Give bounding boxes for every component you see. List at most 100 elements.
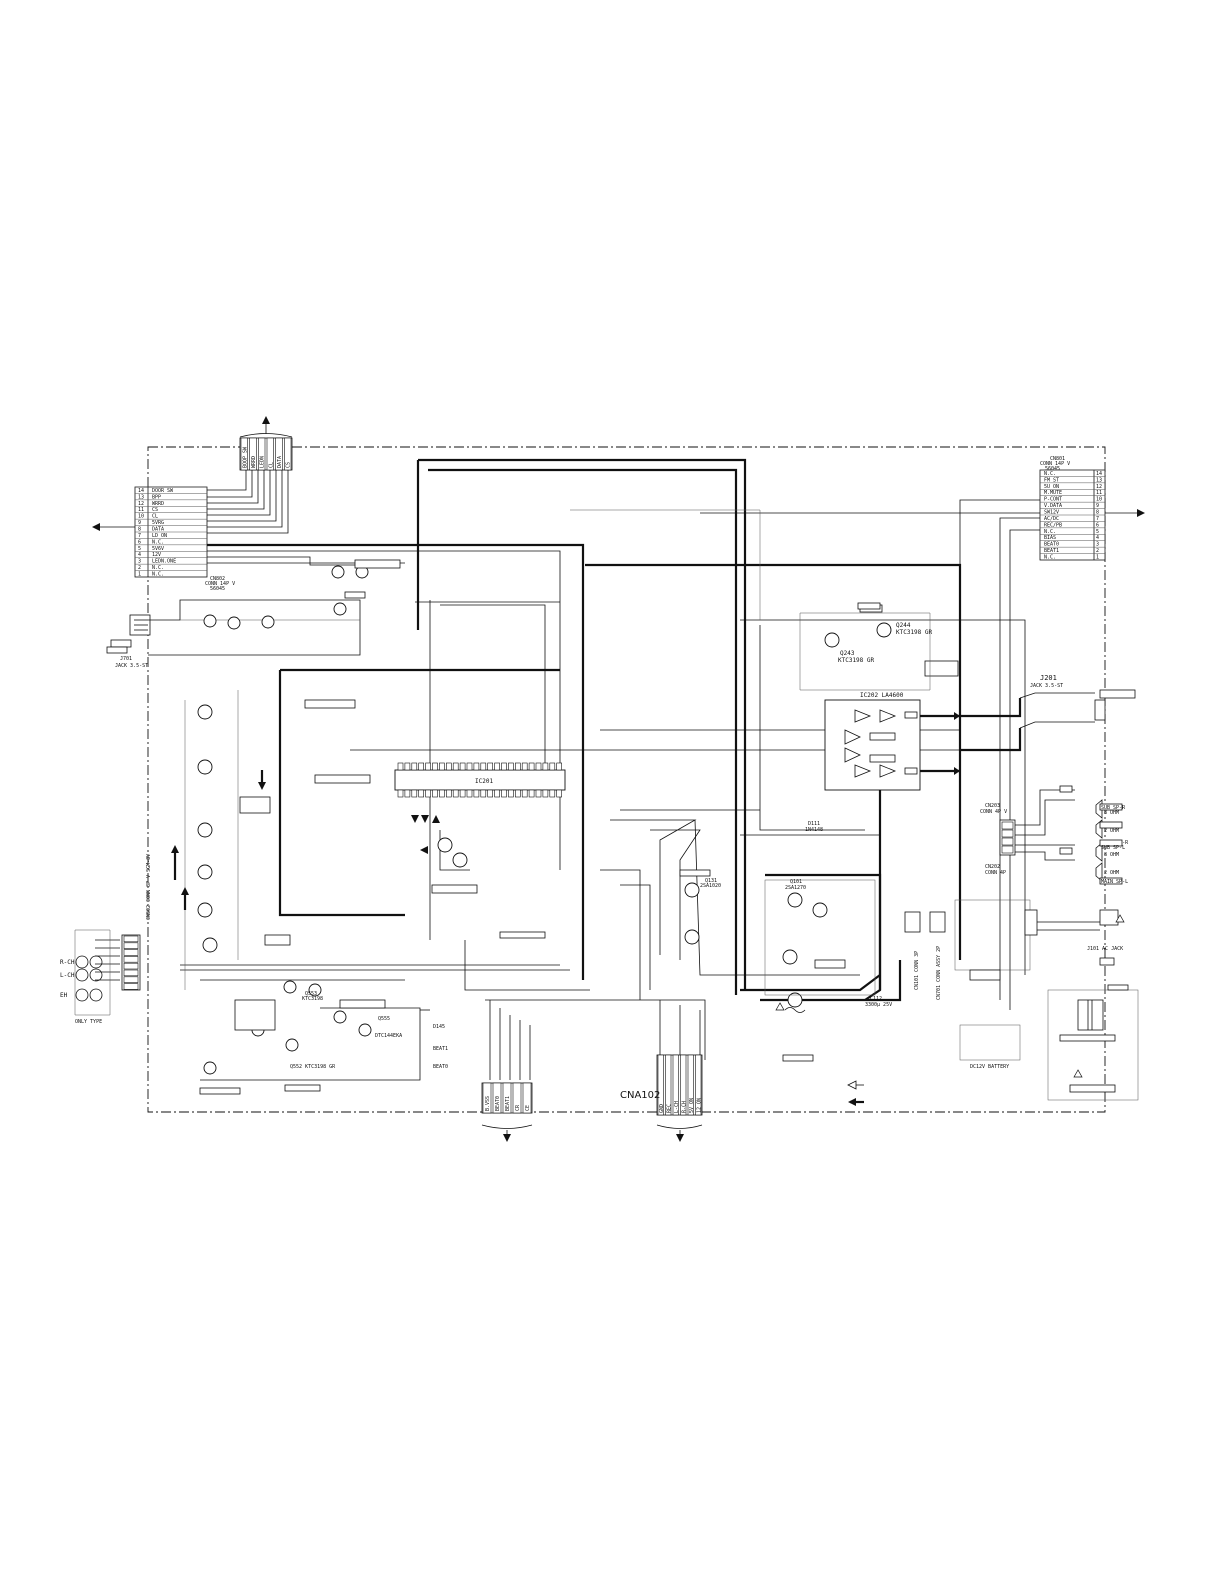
lower-left-block: Q552 KTC3198 GR Q553 KTC3198 Q555 DTC144… — [203, 980, 448, 1075]
ohm2-label-r: 2 OHM — [1104, 828, 1119, 834]
ic201-pin-bottom — [425, 789, 431, 798]
cn801-signal-label: REC/PB — [1044, 522, 1062, 528]
ic201-pin-top — [425, 762, 431, 771]
top-connector-pin-label: CL — [268, 462, 274, 468]
ic201-pin-bottom — [452, 789, 459, 798]
ic201-pin-bottom — [542, 789, 549, 798]
bottom-left-connector-pin-label: BEAT1 — [505, 1096, 511, 1111]
cn801-signal-label: N.C. — [1044, 529, 1056, 535]
cn801-pin-number: 14 — [1096, 471, 1102, 477]
ic201-pin-top — [418, 762, 425, 771]
left-connector-signal-label: BPP — [152, 494, 161, 500]
q553-label: Q553 — [305, 991, 317, 997]
ic201-pin-bottom — [445, 789, 452, 798]
cn801-pin-number: 9 — [1096, 503, 1099, 509]
q243-type: KTC3198 GR — [838, 657, 875, 664]
q553-type: KTC3198 — [302, 996, 323, 1002]
cn203-label: CN203 — [985, 803, 1000, 809]
ic201-pin-bottom — [514, 789, 521, 798]
left-transistor-column — [171, 690, 468, 990]
left-connector-signal-label: WRRD — [152, 501, 164, 507]
ic201-pin-top — [445, 762, 452, 771]
left-connector-signal-label: LEDN.ONE — [152, 559, 176, 565]
ic201-pin-bottom — [521, 789, 528, 798]
only-type-label: ONLY TYPE — [75, 1019, 102, 1025]
ic201-pin-top — [432, 762, 438, 771]
cn502-label: CN502 CONN 8P V SGM-8V — [146, 854, 152, 920]
j701-spec: JACK 3.5-ST — [115, 663, 148, 669]
cn801-pin-number: 4 — [1096, 535, 1099, 541]
cn203-pin — [1001, 829, 1014, 838]
cn801-pin-number: 2 — [1096, 548, 1099, 554]
cn502-pin — [123, 935, 139, 943]
eh-label: EH — [60, 992, 68, 999]
ic201-pin-bottom — [528, 789, 535, 798]
bottom-left-connector-pin — [512, 1082, 522, 1114]
cn801-signal-label: BEAT0 — [1044, 542, 1059, 548]
label-boxes — [106, 591, 1129, 1062]
sub-sp-r-label: SUB SP-R — [1101, 805, 1126, 811]
cn202-spec: CONN 4P — [985, 870, 1006, 876]
q101-region: Q131 2SA1020 Q101 2SA1270 D111 1N4148 C1… — [679, 821, 892, 1013]
left-connector-pin-number: 11 — [138, 507, 144, 513]
c112-label: C112 — [870, 996, 882, 1002]
left-connector-signal-label: N.C. — [152, 565, 164, 571]
cn801-pin-number: 3 — [1096, 542, 1099, 548]
ic201-pin-bottom — [418, 789, 425, 798]
cn801-pin-number: 12 — [1096, 484, 1102, 490]
cn203-pin — [1001, 845, 1014, 854]
cn801-pin-number: 13 — [1096, 477, 1102, 483]
ic201-pin-top — [404, 762, 411, 771]
q101-type: 2SA1270 — [785, 885, 806, 891]
ic201-pin-top — [508, 762, 514, 771]
left-connector-signal-label: N.C. — [152, 572, 164, 578]
left-connector-signal-label: N.C. — [152, 539, 164, 545]
ic201-pin-top — [459, 762, 466, 771]
right-output-arrow — [1105, 509, 1145, 517]
ic202-label: IC202 LA4600 — [860, 692, 904, 699]
ic201-pin-bottom — [411, 789, 418, 798]
cn801-spec: CONN 14P V — [1040, 461, 1070, 467]
left-connector-pin-number: 5 — [138, 546, 141, 552]
ic201-pin-top — [501, 762, 507, 771]
left-connector-pin-number: 10 — [138, 514, 144, 520]
lch-label: L-CH — [60, 972, 75, 979]
q555-label: Q555 — [378, 1016, 390, 1022]
top-connector-pin — [240, 437, 248, 471]
cn801-signal-label: N.C. — [1044, 555, 1056, 561]
board-outline — [147, 446, 1106, 1113]
top-connector-pin — [275, 437, 283, 471]
ic201-pin-bottom — [494, 789, 500, 798]
cn502-pin — [123, 956, 139, 963]
cn801-pin-number: 5 — [1096, 529, 1099, 535]
ic201-pin-bottom — [501, 789, 507, 798]
top-connector-pin-label: CS — [286, 462, 292, 468]
bottom-mid-connector-pin-label: L-CH — [674, 1101, 680, 1113]
ic201-pin-top — [473, 762, 480, 771]
cn203-pin — [1001, 837, 1014, 846]
left-connector-pin-number: 13 — [138, 494, 144, 500]
ic201-pin-bottom — [432, 789, 438, 798]
ic201-pin-bottom — [487, 789, 494, 798]
left-connector-signal-label: DOOR SW — [152, 488, 174, 494]
cn502-block: CN502 CONN 8P V SGM-8V R-CH L-CH EH ONLY… — [60, 854, 152, 1025]
beat0-label: BEAT0 — [433, 1064, 448, 1070]
left-connector-pin-number: 1 — [138, 572, 141, 578]
beat1-label: BEAT1 — [433, 1046, 448, 1052]
cn801-pin-number: 8 — [1096, 510, 1099, 516]
bottom-left-connector-pin-label: CR — [515, 1104, 521, 1111]
left-connector-signal-label: DATA — [152, 527, 164, 533]
cn202-label: CN202 — [985, 864, 1000, 870]
q131-label: Q131 — [705, 878, 717, 884]
ic201-pin-top — [535, 762, 542, 771]
cn502-pin — [123, 983, 139, 990]
d111-type: 1N4148 — [805, 827, 823, 833]
ic201-pin-bottom — [480, 789, 487, 798]
j201-block: J201 JACK 3.5-ST — [960, 674, 1136, 752]
bottom-mid-connector-pin-label: REC — [666, 1104, 672, 1113]
left-connector-signal-label: 5VRG — [152, 520, 164, 526]
ic201-pin-bottom — [466, 789, 473, 798]
